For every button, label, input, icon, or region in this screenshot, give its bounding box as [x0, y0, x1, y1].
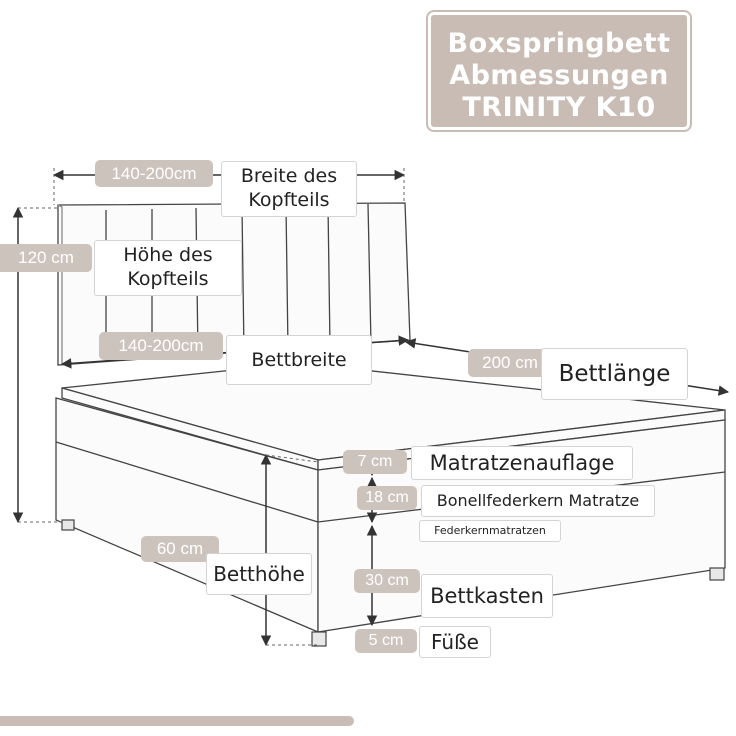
title-box: Boxspringbett Abmessungen TRINITY K10	[428, 12, 690, 130]
bed-width-label: Bettbreite	[226, 335, 372, 385]
headboard-height-value: 120 cm	[0, 244, 92, 272]
bed-feet	[61, 519, 725, 647]
title-line-1: Boxspringbett	[447, 28, 671, 59]
feet-value: 5 cm	[355, 629, 417, 653]
bed-width-value: 140-200cm	[99, 332, 223, 360]
feet-label: Füße	[419, 626, 491, 658]
headboard-height-label-line1: Höhe des	[123, 244, 213, 266]
mattress-sublabel: Federkernmatratzen	[419, 520, 561, 542]
bed-height-label: Betthöhe	[206, 553, 312, 595]
bed-height-value: 60 cm	[141, 536, 219, 562]
topper-label: Matratzenauflage	[411, 446, 633, 480]
topper-value: 7 cm	[343, 450, 407, 474]
dashed-guides	[18, 168, 405, 646]
headboard-width-label-line1: Breite des	[240, 165, 338, 187]
bed-length-label: Bettlänge	[541, 348, 688, 400]
bed-length-value: 200 cm	[468, 349, 552, 377]
bed-box-label: Bettkasten	[421, 574, 553, 618]
mattress-label: Bonellfederkern Matratze	[421, 485, 655, 517]
title-line-3: TRINITY K10	[462, 92, 656, 123]
headboard-width-value: 140-200cm	[95, 160, 213, 187]
headboard-width-label: Breite des Kopfteils	[221, 161, 357, 217]
bed-box-value: 30 cm	[354, 569, 420, 593]
mattress-value: 18 cm	[357, 486, 417, 510]
headboard-width-label-line2: Kopfteils	[248, 189, 330, 211]
headboard-height-label: Höhe des Kopfteils	[94, 240, 242, 296]
title-line-2: Abmessungen	[449, 60, 669, 91]
footer-accent-bar	[0, 716, 354, 726]
headboard-height-label-line2: Kopfteils	[127, 268, 209, 290]
